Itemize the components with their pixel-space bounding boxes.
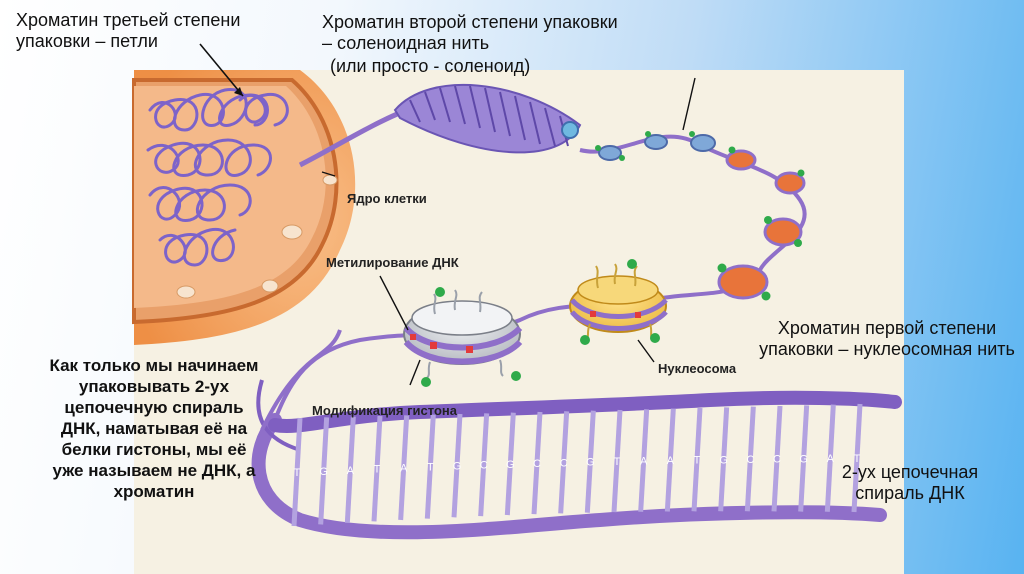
base-pair-rung [744, 406, 756, 512]
explanation-note: Как только мы начинаем упаковывать 2-ух … [49, 356, 259, 501]
base-pair-rung [664, 408, 676, 512]
base-letter: C [746, 454, 754, 466]
base-letter: T [294, 467, 301, 479]
base-letter: T [614, 456, 621, 468]
base-pair-rung [291, 417, 303, 527]
chromatin-loops [146, 88, 289, 267]
base-letter: G [799, 453, 808, 465]
nucleosome-fiber-heading: Хроматин первой степени упаковки – нукле… [759, 318, 1015, 359]
base-letter: T [374, 464, 381, 476]
base-pair-rung [318, 417, 330, 525]
base-pair-rung [611, 409, 623, 513]
base-pair-rung [798, 405, 810, 512]
cell-nucleus [132, 70, 356, 345]
base-pair-rung [824, 404, 836, 512]
base-pair-rung [531, 411, 543, 515]
base-pair-rung [691, 407, 703, 512]
base-letter: G [453, 461, 462, 473]
base-letter: C [533, 458, 541, 470]
nucleosome-yellow [569, 259, 668, 345]
nucleosome-label: Нуклеосома [658, 361, 737, 376]
pointer-arrow [199, 43, 244, 97]
base-pair-rung [584, 410, 596, 513]
base-letter: G [319, 466, 328, 478]
base-pair-rung [851, 403, 863, 513]
nucleus-label: Ядро клетки [347, 191, 427, 206]
base-letter: C [480, 460, 488, 472]
double-helix-heading: 2-ух цепочечная спираль ДНК [841, 462, 979, 503]
histone-modification-label: Модификация гистона [312, 403, 457, 418]
base-pair-rung [504, 412, 516, 516]
base-pair-rung [718, 407, 730, 512]
base-letter: A [667, 455, 675, 467]
base-letter: T [854, 453, 861, 465]
base-letter: G [506, 459, 515, 471]
dna-double-helix [251, 329, 902, 540]
base-letter: A [347, 465, 355, 477]
loops-heading: Хроматин третьей степени упаковки – петл… [16, 10, 241, 51]
nucleosome-grey [403, 287, 523, 387]
nucleosome-beads [595, 131, 806, 301]
solenoid-fiber [393, 84, 582, 154]
base-pair-rung [371, 415, 383, 522]
base-pair-rung [478, 413, 490, 517]
base-letter: A [400, 463, 408, 475]
base-letter: T [427, 462, 434, 474]
base-pair-rung [398, 415, 410, 521]
base-letter: T [694, 455, 701, 467]
solenoid-heading-sub: (или просто - соленоид) [330, 56, 531, 76]
base-letter: C [560, 457, 568, 469]
base-pair-rungs: T G A T A T G C G C C G T A A T G C C G A T [291, 403, 863, 527]
methylation-label: Метилирование ДНК [326, 255, 459, 270]
base-letter: C [773, 454, 781, 466]
base-pair-rung [344, 416, 356, 524]
base-letter: G [586, 457, 595, 469]
base-pair-rung [558, 411, 570, 514]
base-letter: A [640, 456, 648, 468]
base-pair-rung [771, 405, 783, 512]
base-pair-rung [451, 413, 463, 518]
base-letter: G [719, 454, 728, 466]
base-pair-rung [638, 409, 650, 512]
base-letter: A [827, 453, 835, 465]
base-pair-rung [424, 414, 436, 519]
solenoid-heading: Хроматин второй степени упаковки – солен… [322, 12, 618, 53]
